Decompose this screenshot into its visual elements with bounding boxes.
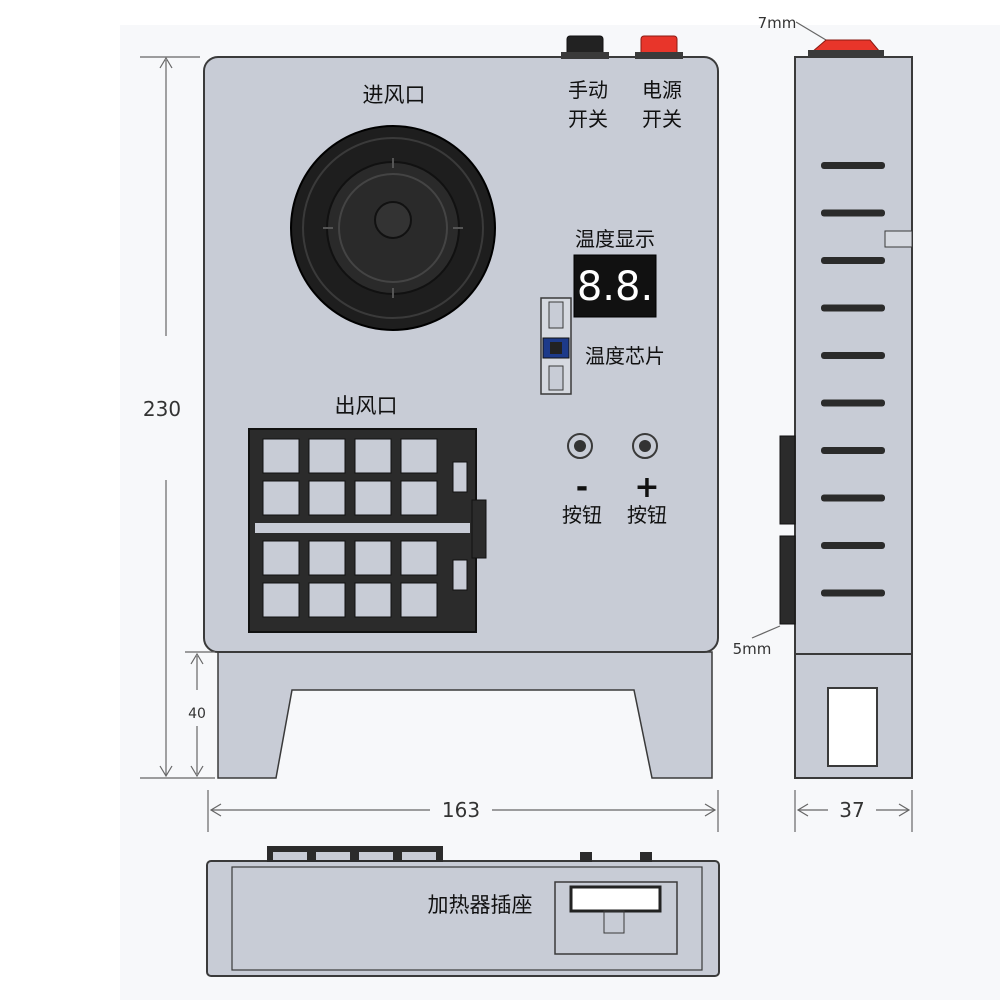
side-vent-slot — [821, 589, 885, 597]
heater-socket-icon — [569, 885, 662, 913]
grille-cell — [400, 480, 438, 516]
dimension-switch-height: 7mm — [758, 14, 797, 32]
power-button-base — [635, 52, 683, 59]
side-vent-slot — [821, 304, 885, 312]
bottom-view: 加热器插座 — [206, 846, 720, 977]
manual-switch-label-line1: 手动 — [568, 78, 608, 102]
temp-display-digits: 8.8. — [577, 264, 653, 310]
temp-display-label: 温度显示 — [575, 227, 655, 251]
minus-sign: - — [576, 470, 588, 505]
dimension-height-total: 230 — [143, 397, 181, 421]
grille-cell — [262, 438, 300, 474]
heater-socket-frame — [554, 881, 678, 955]
side-grille-upper — [779, 435, 796, 525]
grille-cell — [354, 438, 392, 474]
dimension-side-protrusion: 5mm — [733, 640, 772, 658]
dimension-width-front: 163 — [442, 798, 480, 822]
temp-display-screen — [573, 254, 657, 318]
side-vent-slot — [821, 542, 885, 549]
minus-button-icon — [567, 433, 593, 459]
plus-sign: + — [634, 470, 659, 505]
side-vent-slot — [821, 209, 885, 217]
side-grille-lower — [779, 535, 796, 625]
front-legs — [217, 651, 713, 779]
grille-cell — [354, 480, 392, 516]
grille-cell — [400, 582, 438, 618]
side-vent-slot — [821, 399, 885, 407]
manual-switch-label-line2: 开关 — [568, 107, 608, 131]
plus-button-label: 按钮 — [627, 503, 667, 527]
grille-cell — [262, 582, 300, 618]
air-outlet-label: 出风口 — [335, 394, 398, 418]
power-switch-label-line2: 开关 — [642, 107, 682, 131]
side-vent-slot — [821, 494, 885, 502]
temp-chip-label: 温度芯片 — [585, 344, 665, 368]
temp-chip-icon — [540, 297, 572, 395]
air-inlet-label: 进风口 — [363, 83, 426, 107]
grille-cell — [308, 438, 346, 474]
plus-button-icon — [632, 433, 658, 459]
side-vent-slot — [821, 162, 885, 169]
grille-cell — [262, 540, 300, 576]
grille-cell — [400, 438, 438, 474]
bottom-panel — [206, 860, 720, 977]
outlet-grille-icon — [248, 428, 487, 633]
grille-cell — [308, 540, 346, 576]
manual-button-base — [561, 52, 609, 59]
heater-socket-label: 加热器插座 — [428, 893, 533, 917]
grille-cell — [308, 582, 346, 618]
dimension-height-feet: 40 — [188, 706, 206, 722]
grille-cell — [308, 480, 346, 516]
side-vent-slot — [821, 257, 885, 264]
minus-button-label: 按钮 — [562, 503, 602, 527]
fan-inlet-icon — [290, 125, 496, 331]
dimension-lines — [140, 21, 913, 832]
side-vent-slot — [821, 447, 885, 454]
bottom-grille-edge — [267, 846, 443, 862]
grille-cell — [354, 540, 392, 576]
side-vent-slot — [821, 352, 885, 359]
side-tab — [884, 230, 913, 248]
dimension-depth-side: 37 — [839, 798, 864, 822]
side-foot-window — [827, 687, 878, 767]
grille-cell — [400, 540, 438, 576]
side-view — [779, 39, 913, 779]
power-switch-label-line1: 电源 — [642, 78, 682, 102]
grille-cell — [262, 480, 300, 516]
front-view: 进风口 手动 开关 电源 开关 温度显示 8.8. 温度芯片 — [203, 35, 719, 779]
grille-cell — [354, 582, 392, 618]
